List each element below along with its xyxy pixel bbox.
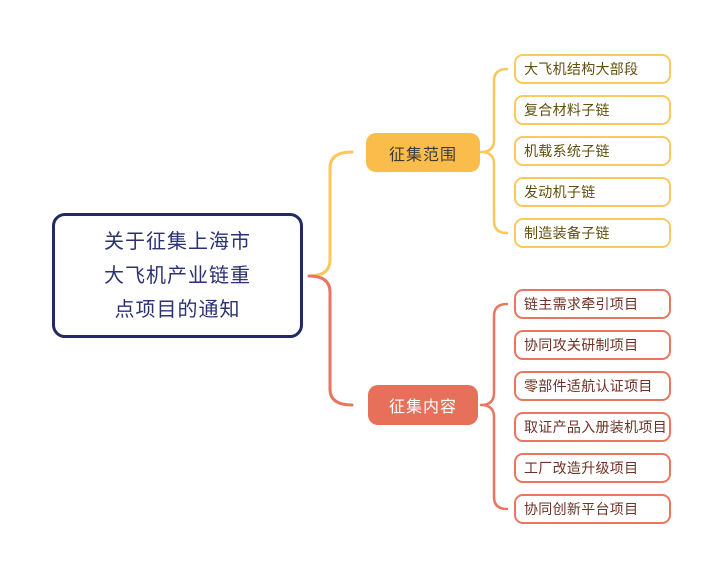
scope-child-node-3[interactable]: 机载系统子链 xyxy=(514,136,671,166)
content-child-label-2: 协同攻关研制项目 xyxy=(524,337,639,353)
content-child-label-6: 协同创新平台项目 xyxy=(524,501,639,517)
root-brace-upper-connector xyxy=(307,150,354,278)
content-children-group: 链主需求牵引项目 协同攻关研制项目 零部件适航认证项目 取证产品入册装机项目 工… xyxy=(514,289,671,524)
scope-children-brace-connector xyxy=(479,67,509,235)
scope-child-label-2: 复合材料子链 xyxy=(524,102,610,118)
root-node[interactable]: 关于征集上海市 大飞机产业链重 点项目的通知 xyxy=(52,213,303,338)
scope-child-label-1: 大飞机结构大部段 xyxy=(524,61,639,77)
content-child-label-1: 链主需求牵引项目 xyxy=(524,296,639,312)
content-child-node-3[interactable]: 零部件适航认证项目 xyxy=(514,371,671,401)
root-node-label: 关于征集上海市 大飞机产业链重 点项目的通知 xyxy=(104,230,251,321)
content-child-node-5[interactable]: 工厂改造升级项目 xyxy=(514,453,671,483)
scope-child-node-1[interactable]: 大飞机结构大部段 xyxy=(514,54,671,84)
branch-node-content[interactable]: 征集内容 xyxy=(368,385,478,425)
scope-children-group: 大飞机结构大部段 复合材料子链 机载系统子链 发动机子链 制造装备子链 xyxy=(514,54,671,248)
scope-child-label-5: 制造装备子链 xyxy=(524,225,610,241)
content-child-label-3: 零部件适航认证项目 xyxy=(524,378,653,394)
content-child-node-4[interactable]: 取证产品入册装机项目 xyxy=(514,412,671,442)
branch-scope-label: 征集范围 xyxy=(388,146,457,164)
content-children-brace-connector xyxy=(479,302,509,511)
content-child-label-5: 工厂改造升级项目 xyxy=(524,460,639,476)
scope-child-label-4: 发动机子链 xyxy=(524,184,596,200)
scope-child-label-3: 机载系统子链 xyxy=(524,143,610,159)
content-child-node-1[interactable]: 链主需求牵引项目 xyxy=(514,289,671,319)
content-child-node-2[interactable]: 协同攻关研制项目 xyxy=(514,330,671,360)
branch-content-label: 征集内容 xyxy=(388,399,457,416)
branch-node-scope[interactable]: 征集范围 xyxy=(366,133,480,172)
content-child-label-4: 取证产品入册装机项目 xyxy=(524,419,667,435)
scope-child-node-4[interactable]: 发动机子链 xyxy=(514,177,671,207)
scope-child-node-5[interactable]: 制造装备子链 xyxy=(514,218,671,248)
content-child-node-6[interactable]: 协同创新平台项目 xyxy=(514,494,671,524)
root-brace-lower-connector xyxy=(307,274,354,407)
scope-child-node-2[interactable]: 复合材料子链 xyxy=(514,95,671,125)
